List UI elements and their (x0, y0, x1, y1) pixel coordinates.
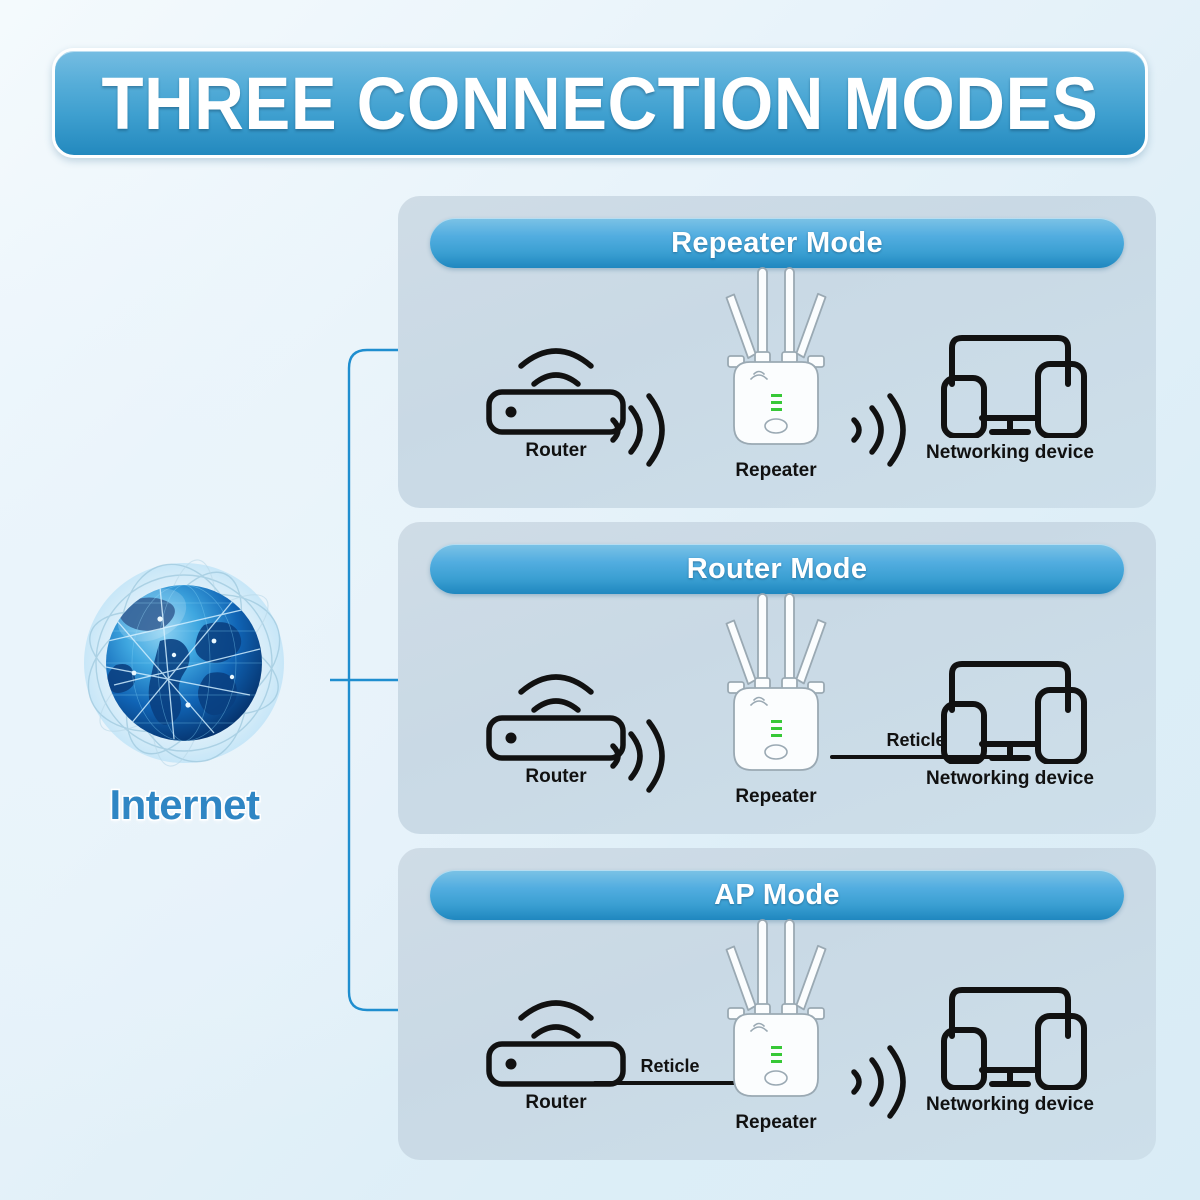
globe-network-icon (84, 559, 284, 767)
link-wired-right: Reticle (830, 730, 1002, 759)
node-repeater: Repeater (656, 578, 896, 808)
mode-panel-ap[interactable]: AP Mode Router Reticle (398, 848, 1156, 1160)
node-label: Router (525, 1092, 587, 1113)
internet-source-block: Internet (52, 545, 317, 865)
networking-device-icon (890, 648, 1130, 764)
node-label: Networking device (926, 768, 1094, 789)
wifi-waves-icon (610, 719, 665, 793)
node-networking-device: Networking device (890, 648, 1130, 790)
node-repeater: Repeater (656, 252, 896, 482)
mode-diagram: Router (398, 593, 1156, 834)
wifi-waves-icon (610, 393, 665, 467)
link-wired-left: Reticle (584, 1056, 756, 1085)
page-title: THREE CONNECTION MODES (101, 61, 1099, 145)
wifi-waves-icon (851, 1045, 906, 1119)
mode-panel-repeater[interactable]: Repeater Mode Router (398, 196, 1156, 508)
router-icon (436, 986, 676, 1088)
ethernet-line-icon (592, 1081, 748, 1085)
header-banner: THREE CONNECTION MODES (52, 48, 1148, 158)
node-router: Router (436, 986, 676, 1114)
mode-diagram: Router Reticle (398, 919, 1156, 1160)
node-label: Router (525, 766, 587, 787)
node-label: Repeater (735, 1112, 817, 1133)
node-label: Router (525, 440, 587, 461)
internet-label: Internet (109, 781, 260, 828)
mode-title-pill: AP Mode (430, 870, 1124, 920)
networking-device-icon (890, 322, 1130, 438)
repeater-device-icon (656, 578, 896, 782)
repeater-device-icon (656, 904, 896, 1108)
link-wireless-right (842, 392, 906, 473)
mode-title: Repeater Mode (671, 226, 883, 259)
wired-link-label: Reticle (886, 730, 946, 750)
mode-panel-router[interactable]: Router Mode Router (398, 522, 1156, 834)
node-label: Networking device (926, 1094, 1094, 1115)
node-networking-device: Networking device (890, 322, 1130, 464)
mode-diagram: Router (398, 267, 1156, 508)
node-networking-device: Networking device (890, 974, 1130, 1116)
link-wireless-left (601, 392, 665, 473)
networking-device-icon (890, 974, 1130, 1090)
wired-link-label: Reticle (640, 1056, 700, 1076)
mode-title: AP Mode (714, 878, 840, 911)
node-label: Networking device (926, 442, 1094, 463)
mode-title-pill: Repeater Mode (430, 218, 1124, 268)
node-label: Repeater (735, 460, 817, 481)
node-label: Repeater (735, 786, 817, 807)
router-icon (436, 334, 676, 436)
mode-title-pill: Router Mode (430, 544, 1124, 594)
router-icon (436, 660, 676, 762)
repeater-device-icon (656, 252, 896, 456)
node-repeater: Repeater (656, 904, 896, 1134)
ethernet-line-icon (830, 755, 1002, 759)
node-router: Router (436, 334, 676, 462)
wifi-waves-icon (851, 393, 906, 467)
link-wireless-left (601, 718, 665, 799)
link-wireless-right (842, 1044, 906, 1125)
node-router: Router (436, 660, 676, 788)
mode-title: Router Mode (686, 552, 868, 585)
